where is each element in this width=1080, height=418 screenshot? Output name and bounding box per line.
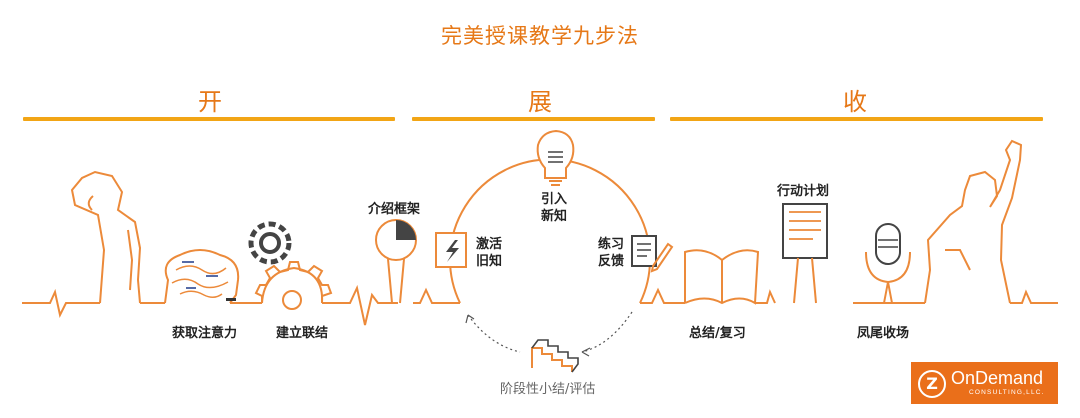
action-plan-icon xyxy=(782,203,828,304)
step-introduce-label: 引入 新知 xyxy=(541,192,568,224)
victory-person-icon xyxy=(924,139,1023,304)
brain-icon xyxy=(164,249,240,304)
logo-name: OnDemand xyxy=(951,368,1044,388)
step-stage-eval-label: 阶段性小结/评估 xyxy=(500,382,596,397)
open-book-icon xyxy=(684,249,760,305)
gears-icon xyxy=(248,221,333,310)
phase-open-bar xyxy=(23,117,395,121)
logo-mark: Z xyxy=(918,370,946,398)
logo-subtitle: CONSULTING,LLC. xyxy=(969,389,1045,396)
phase-open: 开 xyxy=(198,88,222,116)
pie-chart-icon xyxy=(375,219,417,304)
eval-arc-left xyxy=(467,314,521,353)
lightbulb-icon xyxy=(536,129,575,179)
phase-develop-bar xyxy=(412,117,655,121)
phase-close-bar xyxy=(670,117,1043,121)
step-activate-label: 激活 旧知 xyxy=(476,237,503,269)
page-title: 完美授课教学九步法 xyxy=(441,24,639,48)
step-practice-label: 练习 反馈 xyxy=(598,237,625,269)
thinking-person-icon xyxy=(70,170,142,304)
microphone-icon xyxy=(865,223,911,304)
stairs-icon xyxy=(531,339,579,373)
ondemand-logo: Z OnDemand CONSULTING,LLC. xyxy=(911,362,1058,404)
step-action-label: 行动计划 xyxy=(777,184,830,199)
baseline xyxy=(22,284,1058,326)
step-framework-label: 介绍框架 xyxy=(368,202,421,217)
step-ending-label: 凤尾收场 xyxy=(857,326,910,341)
step-link-label: 建立联结 xyxy=(276,326,329,341)
notebook-pencil-icon xyxy=(631,235,674,273)
eval-arc-right xyxy=(581,311,633,353)
phase-develop: 展 xyxy=(528,88,552,116)
phase-close: 收 xyxy=(843,88,867,116)
step-summary-label: 总结/复习 xyxy=(689,326,746,341)
lightning-icon xyxy=(435,232,467,268)
step-attention-label: 获取注意力 xyxy=(172,326,238,341)
